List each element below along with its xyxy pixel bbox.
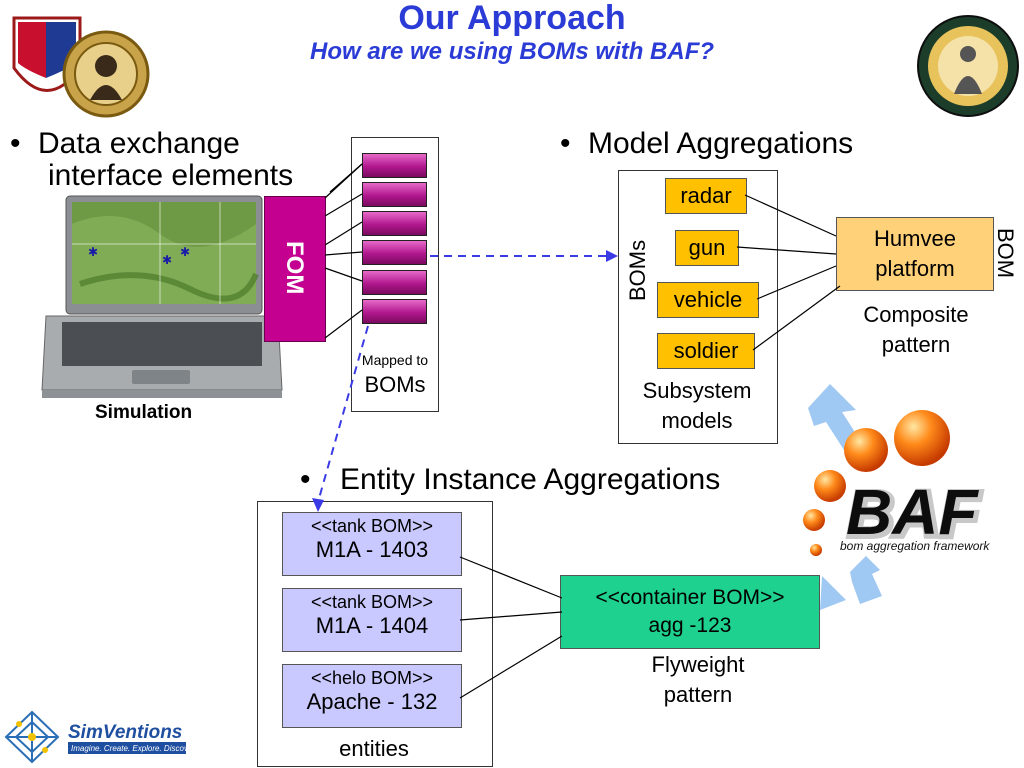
page-subtitle: How are we using BOMs with BAF? xyxy=(309,38,715,65)
laptop-icon: ✱ ✱ ✱ xyxy=(41,195,283,398)
container-type: <<container BOM>> xyxy=(595,586,785,609)
simulation-label: Simulation xyxy=(95,402,193,423)
component-vehicle: vehicle xyxy=(657,282,759,318)
bom-bar-2 xyxy=(362,182,427,207)
subsystem-label-1: Subsystem xyxy=(642,378,752,403)
army-seal-icon xyxy=(12,16,150,118)
bom-bar-1 xyxy=(362,153,427,178)
bom-bar-3 xyxy=(362,211,427,236)
bullet-model-aggregations: •Model Aggregations xyxy=(560,127,854,160)
component-gun: gun xyxy=(675,230,739,266)
baf-logo-word: BAF xyxy=(846,476,979,548)
bullet-data-exchange: •Data exchange xyxy=(10,127,240,160)
bullet-entity-instance: •Entity Instance Aggregations xyxy=(300,463,721,496)
humvee-label: Humvee xyxy=(874,226,956,251)
humvee-platform-box: Humvee platform xyxy=(836,217,994,291)
entity-m1a-1404: <<tank BOM>> M1A - 1404 xyxy=(282,588,462,652)
page-title: Our Approach xyxy=(398,0,626,37)
rdecom-seal-icon xyxy=(917,15,1019,117)
entity-apache-132: <<helo BOM>> Apache - 132 xyxy=(282,664,462,728)
bom-bar-4 xyxy=(362,240,427,265)
fom-label: FOM xyxy=(281,241,308,295)
bom-bar-6 xyxy=(362,299,427,324)
simventions-logo-icon: SimVentions Imagine. Create. Explore. Di… xyxy=(4,710,192,764)
mapped-to-label: Mapped to xyxy=(361,352,429,368)
composite-pattern-1: Composite xyxy=(863,302,969,327)
entities-label: entities xyxy=(339,736,409,761)
bullet-data-exchange-line2: interface elements xyxy=(48,159,294,192)
fom-box xyxy=(264,196,326,342)
baf-logo-icon: BAF BAF bom aggregation framework xyxy=(803,410,990,556)
container-name: agg -123 xyxy=(648,614,732,637)
entity-m1a-1403: <<tank BOM>> M1A - 1403 xyxy=(282,512,462,576)
baf-logo-tagline: bom aggregation framework xyxy=(840,539,990,553)
flyweight-pattern-2: pattern xyxy=(663,682,733,707)
composite-pattern-2: pattern xyxy=(881,332,951,357)
svg-text:✱: ✱ xyxy=(162,253,172,267)
subsystem-boms-label: BOMs xyxy=(625,239,650,301)
platform-label: platform xyxy=(875,256,955,281)
bom-vertical-label: BOM xyxy=(993,227,1018,279)
svg-text:✱: ✱ xyxy=(88,245,98,259)
svg-text:✱: ✱ xyxy=(180,245,190,259)
simventions-tagline: Imagine. Create. Explore. Discover. xyxy=(71,744,192,753)
container-bom-box: <<container BOM>> agg -123 xyxy=(560,575,820,649)
mapped-boms-label: BOMs xyxy=(364,372,426,397)
subsystem-label-2: models xyxy=(661,408,733,433)
simventions-name: SimVentions xyxy=(68,722,182,743)
component-soldier: soldier xyxy=(657,333,755,369)
flyweight-pattern-1: Flyweight xyxy=(651,652,745,677)
component-radar: radar xyxy=(665,178,747,214)
bom-bar-5 xyxy=(362,270,427,295)
baf-logo-shadow: BAF xyxy=(848,478,981,550)
